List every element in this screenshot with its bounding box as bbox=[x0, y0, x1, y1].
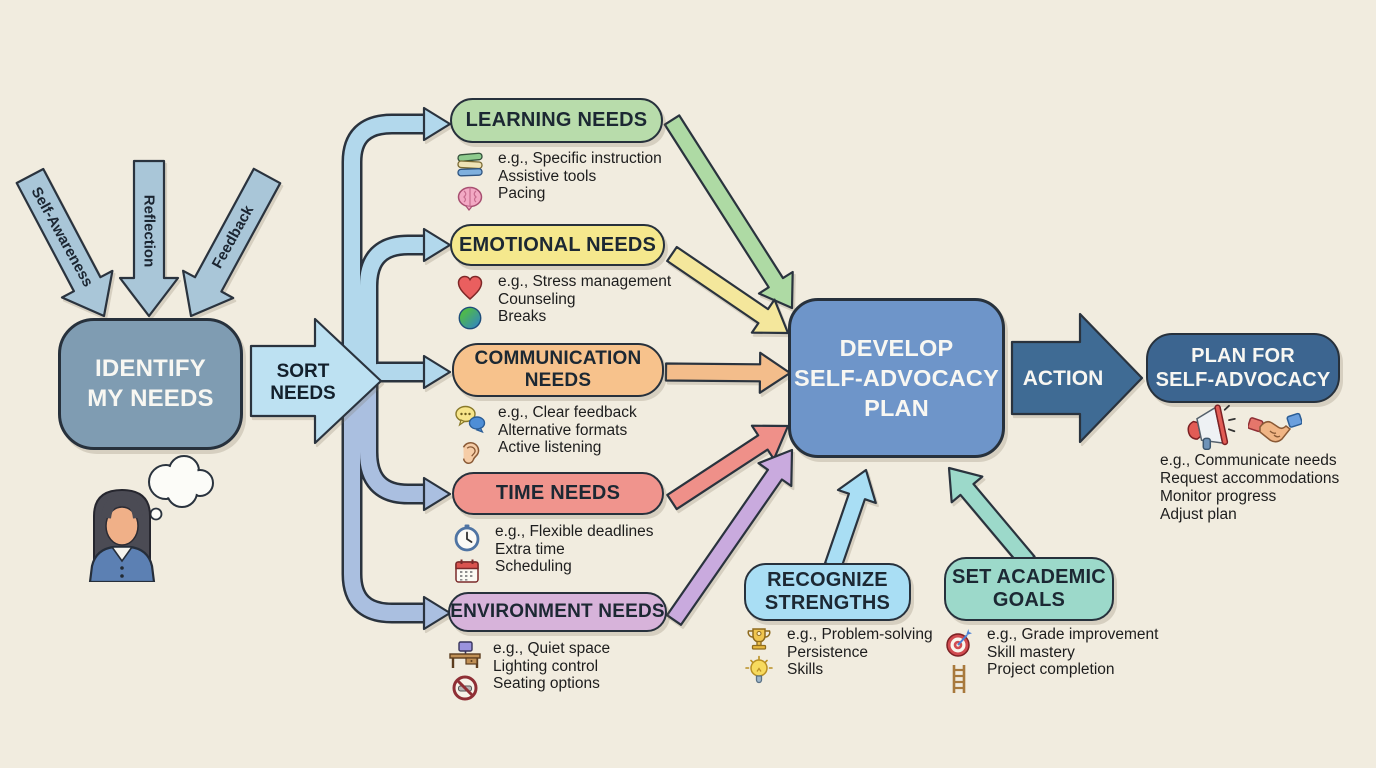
goals-examples: e.g., Grade improvement Skill mastery Pr… bbox=[942, 626, 1158, 695]
stress-ball-icon bbox=[456, 304, 484, 332]
develop-self-advocacy-plan-box: DEVELOP SELF-ADVOCACY PLAN bbox=[788, 298, 1005, 458]
example-line: Adjust plan bbox=[1160, 506, 1237, 523]
learning-needs-label: LEARNING NEEDS bbox=[465, 109, 648, 131]
communication-examples: e.g., Clear feedback Alternative formats… bbox=[453, 404, 637, 467]
target-icon bbox=[942, 626, 976, 660]
action-label: ACTION bbox=[1022, 367, 1104, 390]
ear-icon bbox=[456, 437, 484, 467]
example-line: e.g., Clear feedback bbox=[498, 404, 637, 421]
example-line: Pacing bbox=[498, 185, 546, 202]
communication-needs-pill: COMMUNICATION NEEDS bbox=[452, 343, 664, 397]
learning-examples: e.g., Specific instruction Assistive too… bbox=[453, 150, 662, 213]
megaphone-icon bbox=[1184, 404, 1238, 451]
chat-bubbles-icon bbox=[454, 404, 486, 434]
set-academic-goals-label: SET ACADEMIC GOALS bbox=[952, 566, 1106, 611]
emotional-needs-pill: EMOTIONAL NEEDS bbox=[450, 224, 665, 266]
time-examples: e.g., Flexible deadlines Extra time Sche… bbox=[450, 523, 654, 586]
example-line: Request accommodations bbox=[1160, 470, 1340, 487]
example-line: Skills bbox=[787, 661, 824, 678]
ladder-icon bbox=[944, 663, 974, 695]
strengths-examples: e.g., Problem-solving Persistence Skills bbox=[742, 626, 933, 685]
time-needs-label: TIME NEEDS bbox=[495, 482, 621, 504]
example-line: Alternative formats bbox=[498, 421, 628, 439]
communication-needs-label: COMMUNICATION NEEDS bbox=[474, 348, 642, 391]
example-line: Skill mastery bbox=[987, 643, 1075, 661]
thinking-person-icon bbox=[88, 455, 214, 582]
identify-my-needs-label: IDENTIFY MY NEEDS bbox=[87, 355, 214, 412]
input-arrow-label-reflection: Reflection bbox=[140, 194, 158, 268]
recognize-strengths-box: RECOGNIZE STRENGTHS bbox=[744, 563, 911, 621]
develop-plan-label: DEVELOP SELF-ADVOCACY PLAN bbox=[794, 335, 999, 421]
plan-for-self-advocacy-box: PLAN FOR SELF-ADVOCACY bbox=[1146, 333, 1340, 403]
lightbulb-icon bbox=[744, 655, 774, 685]
learning-needs-pill: LEARNING NEEDS bbox=[450, 98, 663, 143]
recognize-strengths-label: RECOGNIZE STRENGTHS bbox=[764, 569, 891, 614]
example-line: Assistive tools bbox=[498, 167, 597, 185]
example-line: Scheduling bbox=[495, 558, 572, 575]
environment-examples: e.g., Quiet space Lighting control Seati… bbox=[448, 640, 610, 703]
sort-needs-label: SORT NEEDS bbox=[270, 361, 336, 404]
example-line: e.g., Grade improvement bbox=[987, 626, 1159, 643]
example-line: Extra time bbox=[495, 540, 565, 558]
example-line: Lighting control bbox=[493, 657, 599, 675]
emotional-examples: e.g., Stress management Counseling Break… bbox=[453, 273, 671, 332]
clock-icon bbox=[452, 523, 482, 553]
example-line: e.g., Flexible deadlines bbox=[495, 523, 654, 540]
example-line: e.g., Quiet space bbox=[493, 640, 611, 657]
example-line: Project completion bbox=[987, 661, 1115, 678]
example-line: Seating options bbox=[493, 675, 600, 692]
emotional-needs-label: EMOTIONAL NEEDS bbox=[458, 233, 657, 256]
example-line: Counseling bbox=[498, 290, 576, 308]
books-icon bbox=[455, 150, 485, 180]
environment-needs-label: ENVIRONMENT NEEDS bbox=[450, 601, 665, 622]
plan-for-self-advocacy-label: PLAN FOR SELF-ADVOCACY bbox=[1155, 345, 1331, 391]
example-line: e.g., Stress management bbox=[498, 273, 672, 290]
environment-needs-pill: ENVIRONMENT NEEDS bbox=[448, 592, 667, 632]
calendar-icon bbox=[452, 556, 482, 586]
example-line: e.g., Specific instruction bbox=[498, 150, 662, 167]
example-line: Active listening bbox=[498, 439, 602, 456]
time-needs-pill: TIME NEEDS bbox=[452, 472, 664, 515]
handshake-icon bbox=[1247, 406, 1303, 448]
brain-icon bbox=[455, 183, 485, 213]
plan-examples: e.g., Communicate needs Request accommod… bbox=[1160, 452, 1339, 524]
plan-icons bbox=[1184, 404, 1303, 451]
example-line: e.g., Communicate needs bbox=[1160, 452, 1337, 469]
example-line: Monitor progress bbox=[1160, 488, 1277, 505]
example-line: e.g., Problem-solving bbox=[787, 626, 933, 643]
example-line: Persistence bbox=[787, 643, 868, 661]
desk-icon bbox=[448, 640, 482, 670]
set-academic-goals-box: SET ACADEMIC GOALS bbox=[944, 557, 1114, 621]
no-distraction-icon bbox=[450, 673, 480, 703]
example-line: Breaks bbox=[498, 308, 547, 325]
trophy-icon bbox=[743, 626, 775, 652]
heart-icon bbox=[455, 273, 485, 301]
identify-my-needs-box: IDENTIFY MY NEEDS bbox=[58, 318, 243, 450]
